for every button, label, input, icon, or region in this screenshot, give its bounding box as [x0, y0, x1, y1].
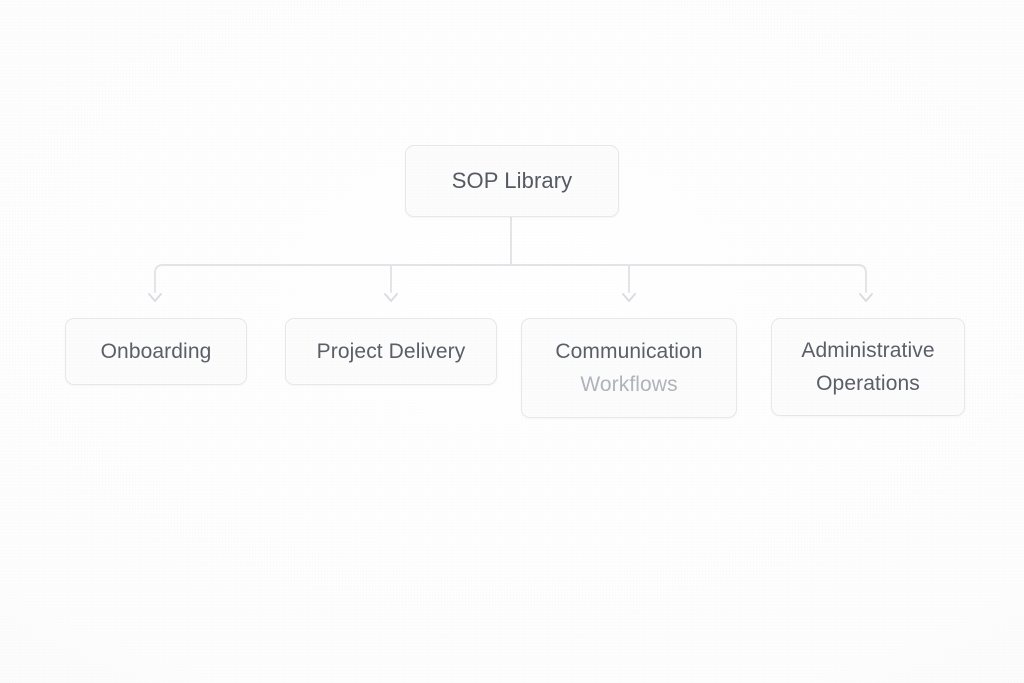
arrowhead-icon-communication: [622, 293, 636, 302]
arrowhead-icon-project-delivery: [384, 293, 398, 302]
node-project-delivery[interactable]: Project Delivery: [285, 318, 497, 385]
node-project-delivery-label: Project Delivery: [316, 339, 466, 363]
node-communication-workflows-line2: Workflows: [580, 373, 678, 396]
node-administrative-operations-line2: Operations: [816, 372, 920, 395]
node-communication-workflows[interactable]: Communication Workflows: [521, 318, 737, 418]
node-administrative-operations-line1: Administrative: [801, 339, 935, 362]
node-sop-library-label: SOP Library: [451, 168, 573, 193]
node-communication-workflows-label: Communication Workflows: [555, 335, 702, 401]
arrowhead-icon-onboarding: [148, 293, 162, 302]
node-onboarding[interactable]: Onboarding: [65, 318, 247, 385]
node-administrative-operations[interactable]: Administrative Operations: [771, 318, 965, 416]
edge-bus-left: [154, 264, 512, 293]
node-communication-workflows-line1: Communication: [555, 340, 703, 363]
node-sop-library[interactable]: SOP Library: [405, 145, 619, 217]
edge-bus-right: [510, 264, 867, 293]
node-administrative-operations-label: Administrative Operations: [801, 334, 934, 400]
arrowhead-icon-administrative: [859, 293, 873, 302]
node-onboarding-label: Onboarding: [100, 339, 212, 363]
